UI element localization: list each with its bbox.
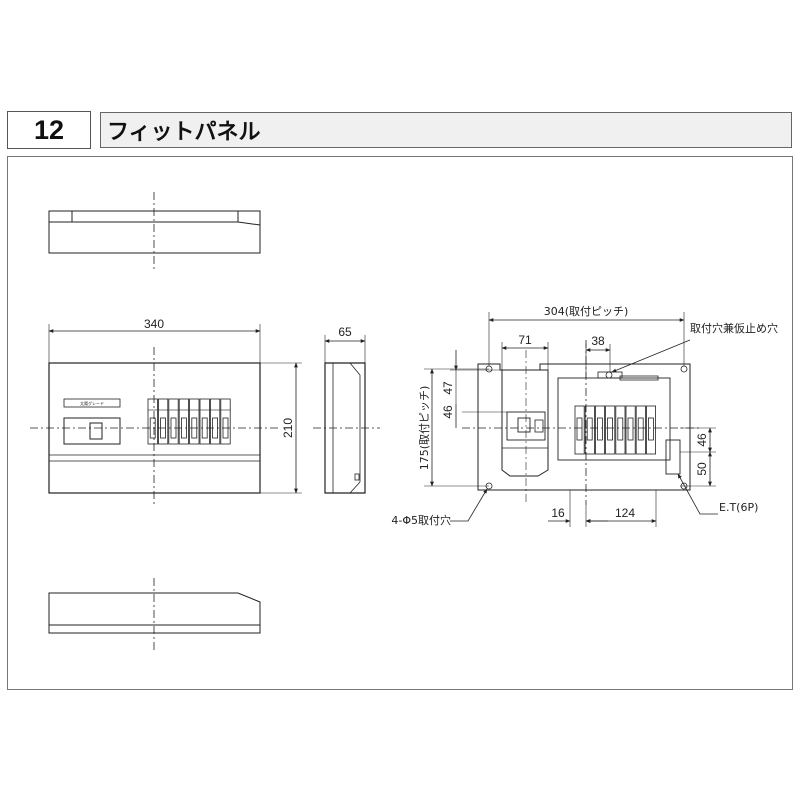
dim-right-lines [680,427,716,487]
dim-38-lines [585,344,611,378]
dim-210: 210 [281,418,295,438]
internal-branch-breaker [615,405,626,455]
mount-holes-label: 4-Φ5取付穴 [391,513,451,527]
internal-branch-breaker [574,405,585,455]
branch-breaker [199,398,210,445]
dim-175-lines [424,368,489,487]
dim-175-label: 175(取付ピッチ) [418,386,431,471]
internal-branch-breaker [584,405,595,455]
dim-340: 340 [144,317,164,331]
branch-breaker [147,398,158,445]
dim-47-lines [450,350,502,428]
branch-breaker [220,398,231,445]
dim-65: 65 [338,325,352,339]
top-view [48,192,261,272]
dim-46-left: 46 [441,405,455,419]
brand-text: 太陽グレード [80,400,104,406]
dim-50: 50 [695,462,709,476]
internal-branch-breaker [625,405,636,455]
branch-breaker [168,398,179,445]
dim-124: 124 [615,506,635,520]
dim-304-label: 304(取付ピッチ) [544,305,629,318]
internal-branch-breaker [605,405,616,455]
side-view [313,335,380,494]
section-title: フィットパネル [100,112,792,148]
internal-branch-breaker [646,405,657,455]
dim-38: 38 [591,334,605,348]
section-number: 12 [7,111,91,149]
dim-16: 16 [551,506,565,520]
dim-47: 47 [441,381,455,395]
dim-71-lines [501,342,549,370]
dim-71: 71 [518,333,532,347]
branch-breaker [209,398,221,445]
branch-breaker [178,398,189,445]
temp-hole-label: 取付穴兼仮止め穴 [690,321,778,335]
dim-304-lines [488,312,685,366]
internal-view [462,340,700,505]
branch-breaker [189,398,200,445]
front-view: 太陽グレード 340 210 [30,317,302,507]
et-label: E.T(6P) [719,501,758,514]
internal-branch-breaker [595,405,606,455]
bottom-view [48,578,261,650]
branch-breaker [157,398,169,445]
dim-bottom-lines [548,490,657,527]
internal-branch-breakers [574,405,657,455]
dim-46-right: 46 [695,433,709,447]
internal-branch-breaker [635,405,646,455]
